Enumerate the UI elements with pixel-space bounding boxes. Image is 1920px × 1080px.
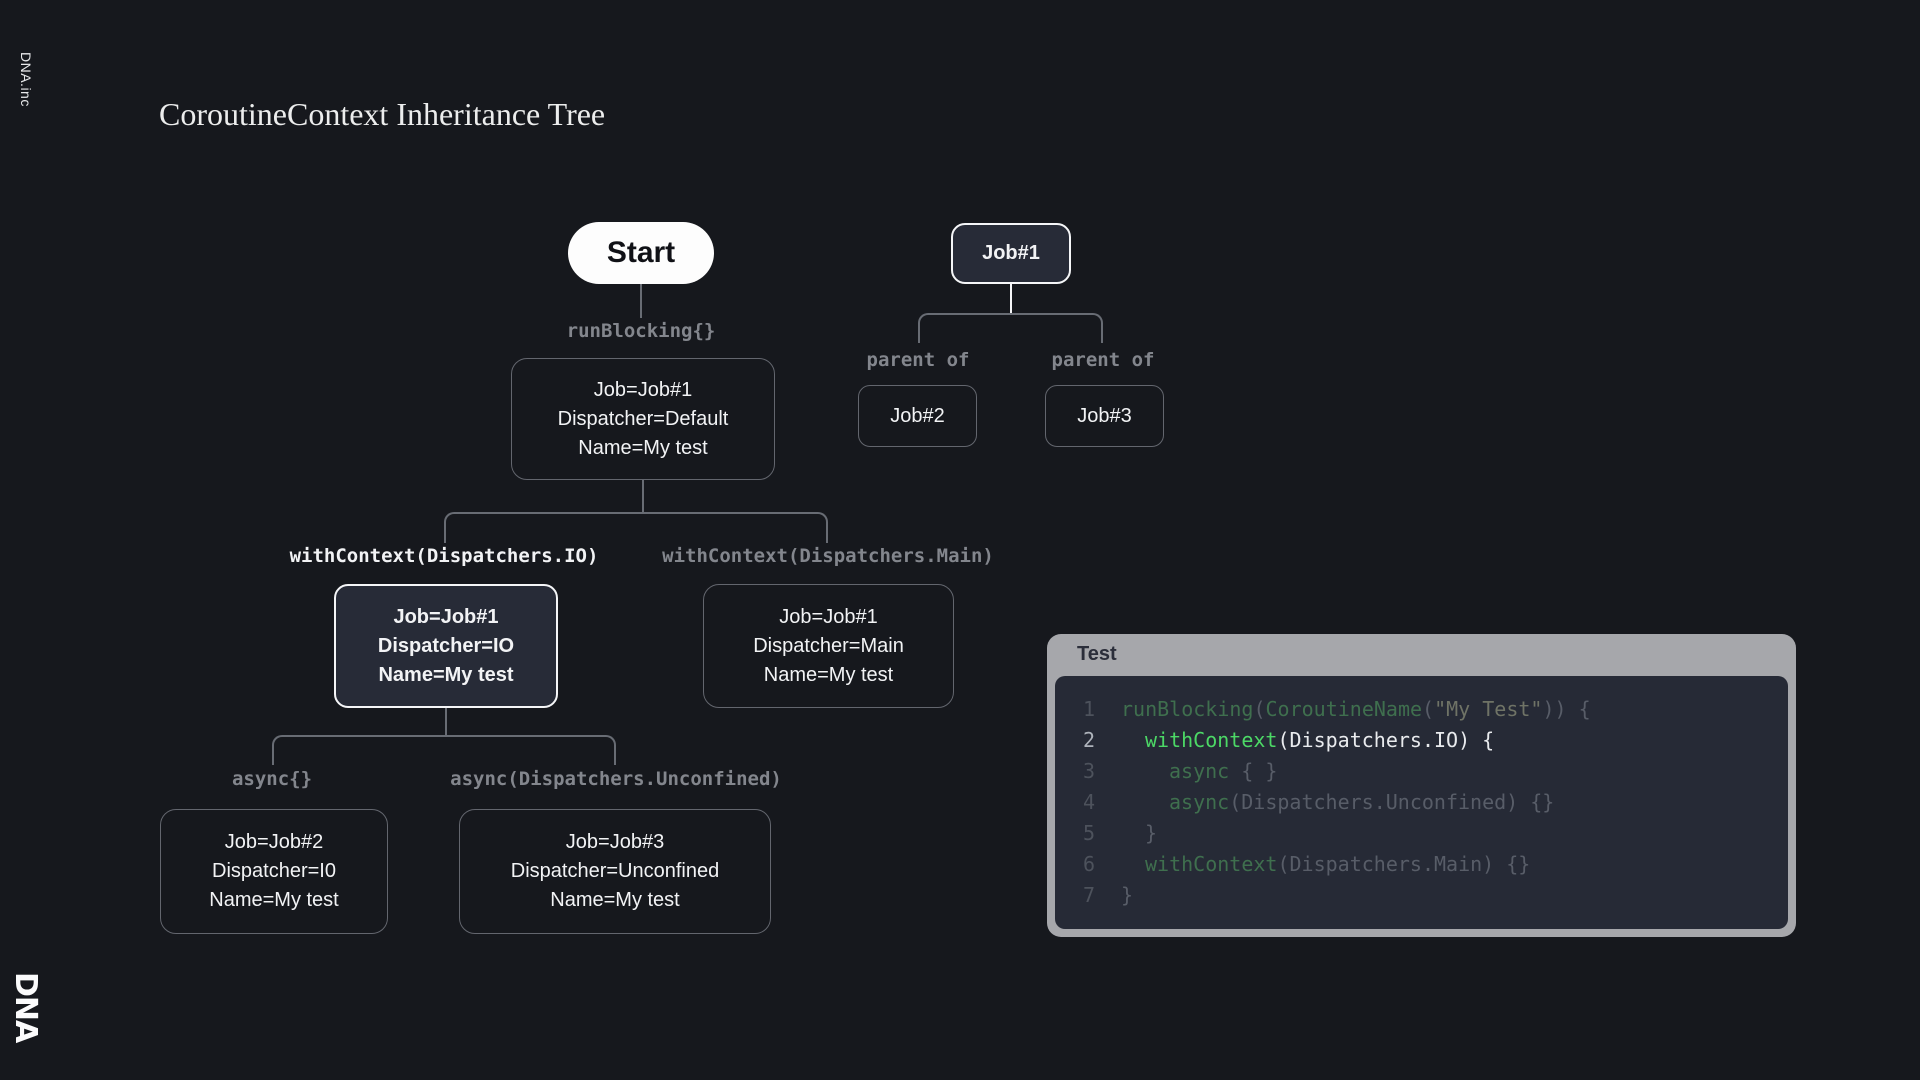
edge-label-withcontext-main: withContext(Dispatchers.Main)	[662, 545, 994, 567]
context-line: Job=Job#1	[593, 378, 693, 401]
context-line: Job=Job#3	[565, 831, 665, 853]
connector-context-branch	[444, 512, 828, 543]
job3-node: Job#3	[1045, 385, 1164, 447]
connector-start-stem	[640, 284, 642, 318]
job2-node-label: Job#2	[890, 404, 945, 427]
context-line: Name=My test	[209, 889, 339, 911]
context-line: Job=Job#2	[224, 831, 324, 853]
edge-label-runblocking: runBlocking{}	[566, 320, 716, 342]
job2-node: Job#2	[858, 385, 977, 447]
connector-job1-stem	[1010, 284, 1012, 313]
context-line: Dispatcher=I0	[212, 860, 336, 882]
connector-io-stem	[445, 708, 447, 735]
context-line: Name=My test	[578, 436, 708, 459]
start-node-label: Start	[606, 236, 676, 269]
edge-label-async: async{}	[231, 768, 313, 790]
context-box-io-highlighted: Job=Job#1 Dispatcher=IO Name=My test	[334, 584, 558, 708]
context-line: Name=My test	[763, 663, 894, 686]
code-panel-title: Test	[1077, 643, 1117, 665]
edge-label-async-unconfined: async(Dispatchers.Unconfined)	[450, 768, 782, 790]
dna-logo: DNA	[8, 972, 43, 1043]
edge-label-parent-of-right: parent of	[1051, 349, 1155, 371]
context-line: Job=Job#1	[393, 605, 499, 628]
edge-label-parent-of-left: parent of	[866, 349, 970, 371]
context-line: Dispatcher=Default	[557, 407, 729, 430]
edge-label-withcontext-io: withContext(Dispatchers.IO)	[289, 545, 599, 567]
connector-job-branch	[918, 313, 1103, 343]
page-title: CoroutineContext Inheritance Tree	[159, 96, 606, 132]
context-box-job3: Job=Job#3 Dispatcher=Unconfined Name=My …	[459, 809, 771, 934]
context-line: Job=Job#1	[779, 605, 878, 628]
code-line: 5}	[1082, 821, 1158, 845]
context-line: Name=My test	[550, 889, 680, 911]
context-line: Dispatcher=IO	[377, 634, 515, 657]
connector-root-stem	[642, 480, 644, 512]
context-line: Name=My test	[378, 663, 514, 686]
job3-node-label: Job#3	[1077, 404, 1132, 427]
start-node: Start	[568, 222, 714, 284]
code-line: 7}	[1082, 883, 1134, 907]
brand-vertical-text: DNA.inc	[18, 52, 34, 107]
job1-node-label: Job#1	[982, 242, 1040, 264]
context-box-root: Job=Job#1 Dispatcher=Default Name=My tes…	[511, 358, 775, 480]
context-box-main: Job=Job#1 Dispatcher=Main Name=My test	[703, 584, 954, 708]
connector-async-branch	[272, 735, 616, 765]
context-box-job2: Job=Job#2 Dispatcher=I0 Name=My test	[160, 809, 388, 934]
context-line: Dispatcher=Main	[753, 634, 904, 657]
context-line: Dispatcher=Unconfined	[510, 860, 720, 882]
job1-node: Job#1	[951, 223, 1071, 284]
